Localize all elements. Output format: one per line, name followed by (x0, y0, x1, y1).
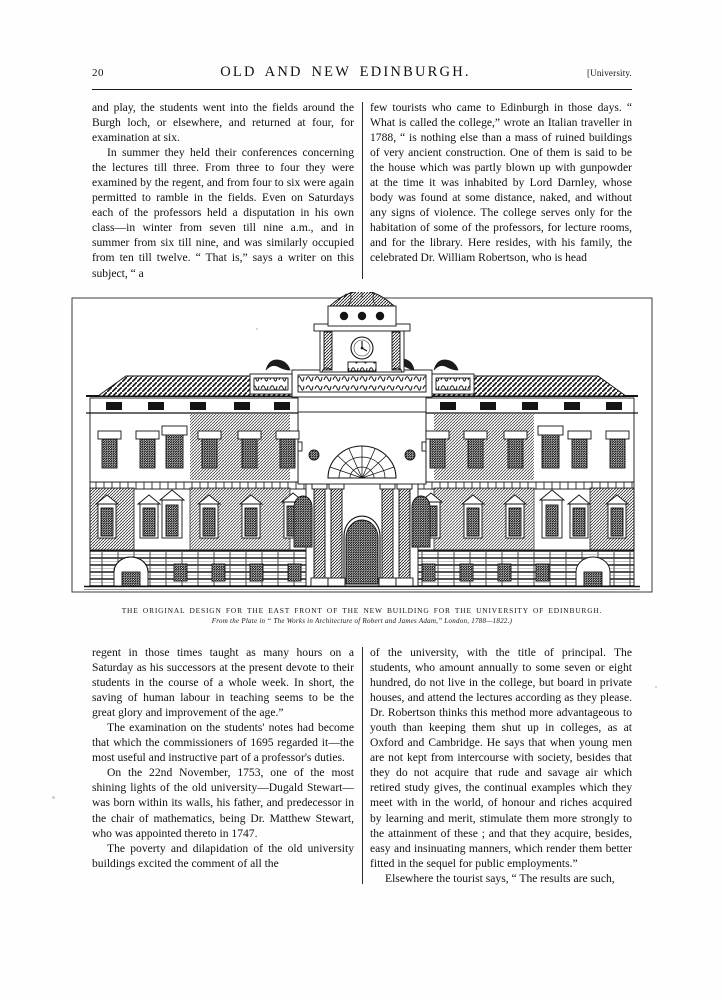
column-divider (354, 100, 370, 281)
top-text-block: and play, the students went into the fie… (92, 100, 632, 281)
page-title: OLD AND NEW EDINBURGH. (220, 64, 471, 80)
bottom-right-column: of the university, with the title of pri… (370, 645, 632, 886)
bottom-left-column: regent in those times taught as many hou… (92, 645, 354, 886)
section-marker: [University. (586, 68, 632, 78)
paragraph: Elsewhere the tourist says, “ The result… (385, 871, 615, 885)
paragraph: and play, the students went into the fie… (92, 101, 354, 145)
page-folio: 20 (92, 67, 104, 79)
paragraph: In summer they held their conferences co… (92, 146, 354, 280)
paragraph: regent in those times taught as many hou… (92, 646, 354, 720)
paragraph: The poverty and dilapidation of the old … (92, 841, 354, 870)
figure-caption: THE ORIGINAL DESIGN FOR THE EAST FRONT O… (62, 606, 662, 625)
page-speck (256, 328, 258, 330)
paragraph: few tourists who came to Edinburgh in th… (370, 101, 632, 265)
page-speck (52, 796, 55, 799)
top-left-column: and play, the students went into the fie… (92, 100, 354, 281)
running-head: 20 OLD AND NEW EDINBURGH. [University. (92, 64, 632, 86)
engraving-university-east-front (62, 292, 662, 602)
paragraph: On the 22nd November, 1753, one of the m… (92, 766, 354, 840)
page-speck (655, 686, 657, 688)
top-right-column: few tourists who came to Edinburgh in th… (370, 100, 632, 281)
figure: THE ORIGINAL DESIGN FOR THE EAST FRONT O… (62, 292, 662, 625)
column-divider (354, 645, 370, 886)
caption-title: THE ORIGINAL DESIGN FOR THE EAST FRONT O… (121, 606, 603, 615)
paragraph: The examination on the students' notes h… (92, 721, 354, 765)
caption-source: From the Plate in “ The Works in Archite… (211, 617, 513, 625)
paragraph: of the university, with the title of pri… (370, 646, 632, 870)
header-rule (92, 89, 632, 90)
bottom-text-block: regent in those times taught as many hou… (92, 645, 632, 886)
